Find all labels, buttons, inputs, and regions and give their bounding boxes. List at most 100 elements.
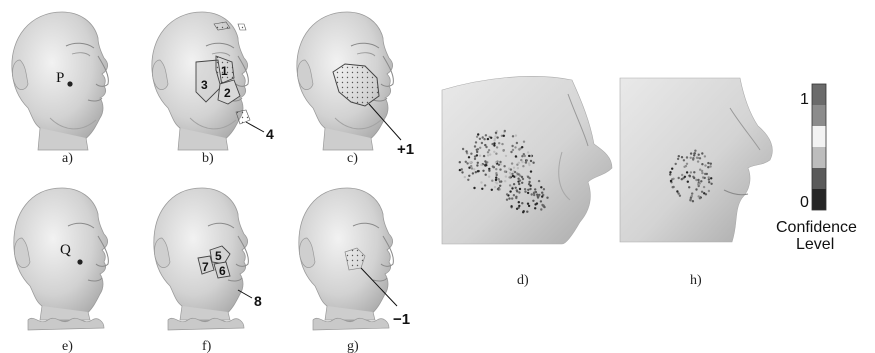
confidence-point — [531, 193, 533, 195]
confidence-point — [675, 163, 677, 165]
confidence-point — [683, 159, 685, 161]
region-label-2: 2 — [224, 86, 231, 100]
confidence-point — [701, 172, 703, 174]
colorbar-top-label: 1 — [800, 91, 809, 108]
confidence-point — [538, 180, 540, 182]
confidence-point — [498, 142, 500, 144]
confidence-point — [508, 176, 510, 178]
confidence-point — [484, 144, 486, 146]
confidence-point — [672, 186, 674, 188]
confidence-point — [523, 210, 525, 212]
confidence-point — [515, 155, 517, 157]
confidence-point — [709, 165, 711, 167]
confidence-point — [501, 143, 503, 145]
confidence-point — [701, 163, 703, 165]
confidence-point — [467, 179, 469, 181]
confidence-point — [488, 170, 490, 172]
confidence-colorbar: 1 0 Confidence Level — [776, 84, 857, 253]
confidence-point — [488, 176, 490, 178]
confidence-point — [470, 161, 472, 163]
confidence-point — [505, 175, 507, 177]
confidence-point — [689, 175, 691, 177]
confidence-point — [524, 191, 526, 193]
confidence-point — [524, 188, 526, 190]
confidence-point — [671, 168, 673, 170]
confidence-point — [693, 171, 695, 173]
confidence-point — [489, 153, 491, 155]
colorbar-cells — [812, 84, 826, 210]
confidence-point — [477, 148, 479, 150]
confidence-point — [476, 136, 478, 138]
confidence-point — [494, 135, 496, 137]
confidence-point — [687, 181, 689, 183]
confidence-point — [684, 176, 686, 178]
confidence-point — [509, 172, 511, 174]
confidence-point — [694, 150, 696, 152]
confidence-point — [679, 195, 681, 197]
confidence-point — [543, 188, 545, 190]
confidence-point — [488, 149, 490, 151]
confidence-point — [472, 172, 474, 174]
confidence-point — [481, 188, 483, 190]
confidence-point — [484, 184, 486, 186]
confidence-point — [492, 165, 494, 167]
confidence-point — [494, 138, 496, 140]
confidence-point — [540, 208, 542, 210]
confidence-point — [708, 190, 710, 192]
confidence-point — [479, 147, 481, 149]
confidence-point — [511, 187, 513, 189]
confidence-point — [495, 132, 497, 134]
confidence-point — [697, 179, 699, 181]
confidence-point — [516, 190, 518, 192]
confidence-point — [511, 197, 513, 199]
confidence-point — [530, 155, 532, 157]
confidence-point — [708, 178, 710, 180]
confidence-point — [510, 174, 512, 176]
confidence-point — [681, 174, 683, 176]
confidence-point — [515, 196, 517, 198]
confidence-point — [695, 179, 697, 181]
confidence-point — [543, 206, 545, 208]
panel-a: P a) — [12, 12, 109, 166]
confidence-point — [480, 181, 482, 183]
confidence-point — [710, 177, 712, 179]
confidence-point — [710, 163, 712, 165]
region-label-6: 6 — [219, 264, 226, 278]
confidence-point — [528, 183, 530, 185]
confidence-point — [487, 151, 489, 153]
confidence-point — [677, 158, 679, 160]
confidence-point — [532, 162, 534, 164]
confidence-point — [498, 178, 500, 180]
confidence-point — [534, 207, 536, 209]
confidence-point — [706, 173, 708, 175]
caption-d: d) — [517, 273, 529, 288]
caption-g: g) — [347, 339, 359, 353]
confidence-point — [540, 200, 542, 202]
confidence-point — [689, 199, 691, 201]
confidence-point — [527, 151, 529, 153]
confidence-point — [491, 143, 493, 145]
confidence-point — [509, 190, 511, 192]
confidence-point — [691, 195, 693, 197]
confidence-point — [504, 170, 506, 172]
confidence-point — [528, 164, 530, 166]
colorbar-cell — [812, 168, 826, 189]
confidence-point — [474, 145, 476, 147]
confidence-point — [707, 162, 709, 164]
confidence-point — [692, 200, 694, 202]
confidence-point — [466, 162, 468, 164]
confidence-point — [473, 187, 475, 189]
region-label-1: 1 — [221, 64, 228, 78]
confidence-point — [528, 181, 530, 183]
confidence-point — [496, 136, 498, 138]
confidence-point — [482, 170, 484, 172]
confidence-point — [701, 152, 703, 154]
colorbar-cell — [812, 147, 826, 168]
confidence-point — [518, 191, 520, 193]
confidence-point — [485, 174, 487, 176]
confidence-point — [698, 195, 700, 197]
confidence-point — [530, 170, 532, 172]
colorbar-bottom-label: 0 — [800, 194, 809, 211]
confidence-point — [696, 157, 698, 159]
confidence-point — [522, 178, 524, 180]
